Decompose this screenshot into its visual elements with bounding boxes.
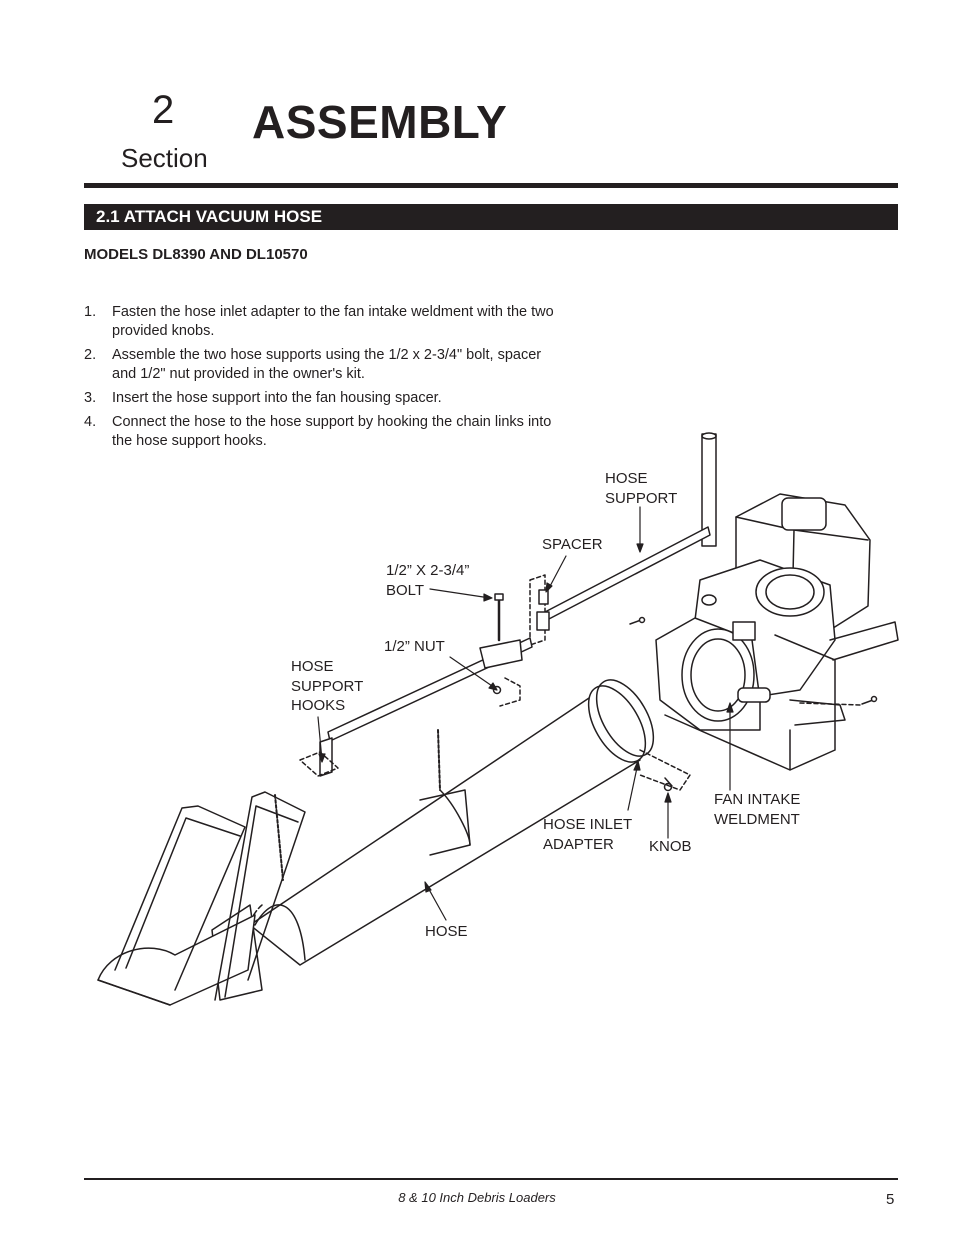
footer-title: 8 & 10 Inch Debris Loaders [398, 1190, 556, 1205]
callout-arrows [317, 506, 734, 921]
label-knob: KNOB [649, 838, 692, 855]
subsection-bar: 2.1 ATTACH VACUUM HOSE [84, 204, 898, 230]
label-fan-intake-weldment: FAN INTAKE WELDMENT [714, 791, 801, 828]
step-text: Insert the hose support into the fan hou… [112, 390, 442, 406]
page-number: 5 [886, 1191, 895, 1208]
label-spacer: SPACER [542, 536, 603, 553]
label-hose-support: HOSE SUPPORT [605, 470, 678, 507]
step-number: 3. [84, 390, 97, 406]
step-text: Fasten the hose inlet adapter to the fan… [112, 304, 554, 339]
label-hose-support-hooks: HOSE SUPPORT HOOKS [291, 658, 364, 714]
hose-support-post [701, 432, 717, 547]
knob-part [639, 749, 691, 792]
hose-support-bar-lower [299, 637, 533, 777]
label-bolt: 1/2” X 2-3/4” BOLT [386, 562, 470, 599]
section-number: 2 [152, 88, 175, 132]
page-title: ASSEMBLY [252, 96, 508, 148]
bolt-part [494, 593, 504, 642]
step-number: 1. [84, 304, 97, 320]
list-item: 2. Assemble the two hose supports using t… [84, 346, 564, 384]
footer-rule [84, 1178, 898, 1180]
section-label: Section [121, 143, 208, 173]
subsection-title: 2.1 ATTACH VACUUM HOSE [96, 207, 323, 226]
fan-housing [655, 493, 899, 771]
header-rule [84, 183, 898, 188]
spacer-part [536, 589, 550, 631]
instruction-list: 1. Fasten the hose inlet adapter to the f… [84, 303, 564, 456]
step-number: 2. [84, 347, 97, 363]
step-number: 4. [84, 414, 97, 430]
models-heading: MODELS DL8390 AND DL10570 [84, 246, 308, 263]
list-item: 4. Connect the hose to the hose support b… [84, 413, 564, 451]
label-hose: HOSE [425, 923, 468, 940]
label-nut: 1/2” NUT [384, 638, 445, 655]
step-text: Connect the hose to the hose support by … [112, 414, 552, 449]
step-text: Assemble the two hose supports using the… [112, 347, 542, 382]
fasteners [629, 616, 878, 706]
label-hose-inlet-adapter: HOSE INLET ADAPTER [543, 816, 633, 853]
hose-nozzle [97, 791, 306, 1006]
list-item: 1. Fasten the hose inlet adapter to the f… [84, 303, 564, 341]
list-item: 3. Insert the hose support into the fan h… [84, 389, 564, 408]
hose-chains [274, 729, 441, 881]
